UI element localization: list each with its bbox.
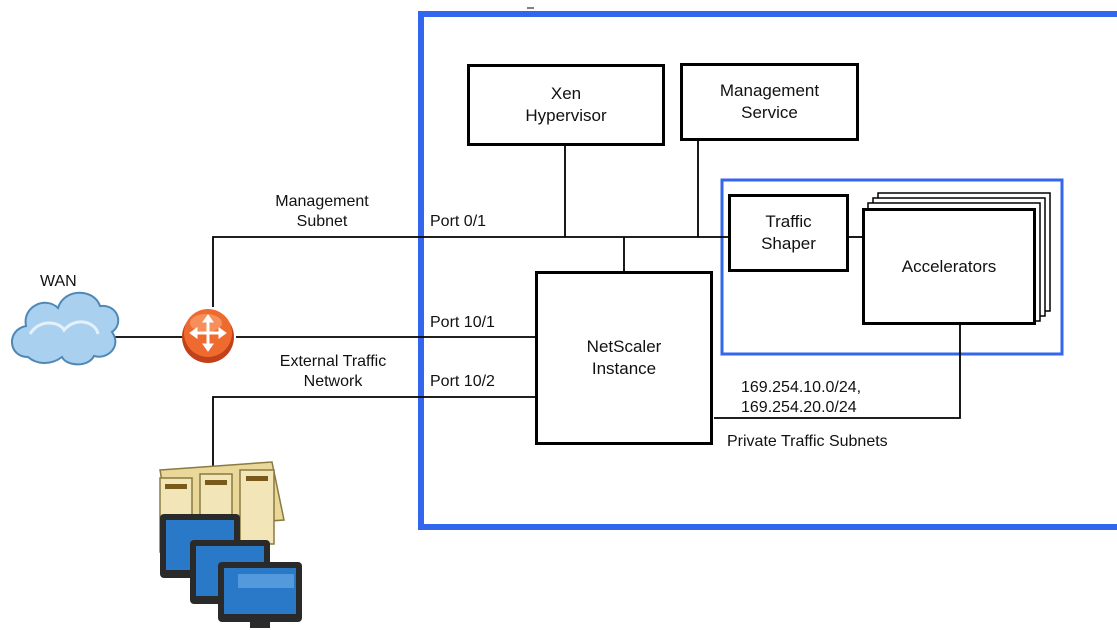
netscaler-instance-box: NetScaler Instance bbox=[535, 271, 713, 445]
wan-label: WAN bbox=[40, 273, 77, 290]
appliance-enclosure bbox=[418, 11, 1117, 530]
private-subnet-ips-label: 169.254.10.0/24, 169.254.20.0/24 bbox=[741, 379, 862, 416]
management-subnet-label: Management Subnet bbox=[275, 193, 369, 230]
private-subnet-line bbox=[714, 323, 961, 419]
accelerators-box: Accelerators bbox=[862, 208, 1036, 325]
port-10-1-label: Port 10/1 bbox=[430, 314, 495, 331]
private-traffic-subnets-label: Private Traffic Subnets bbox=[727, 433, 888, 450]
traffic-shaper-box: Traffic Shaper bbox=[728, 194, 849, 272]
router-icon bbox=[182, 309, 234, 363]
port-10-2-label: Port 10/2 bbox=[430, 373, 495, 390]
management-subnet-line bbox=[212, 236, 728, 307]
accelerator-enclosure bbox=[720, 178, 1064, 356]
cloud-icon bbox=[11, 291, 120, 366]
xen-hypervisor-box: Xen Hypervisor bbox=[467, 64, 665, 146]
external-traffic-network-label: External Traffic Network bbox=[279, 353, 387, 390]
management-service-box: Management Service bbox=[680, 63, 859, 141]
port-0-1-label: Port 0/1 bbox=[430, 213, 487, 230]
servers-clients-icon bbox=[159, 461, 302, 628]
